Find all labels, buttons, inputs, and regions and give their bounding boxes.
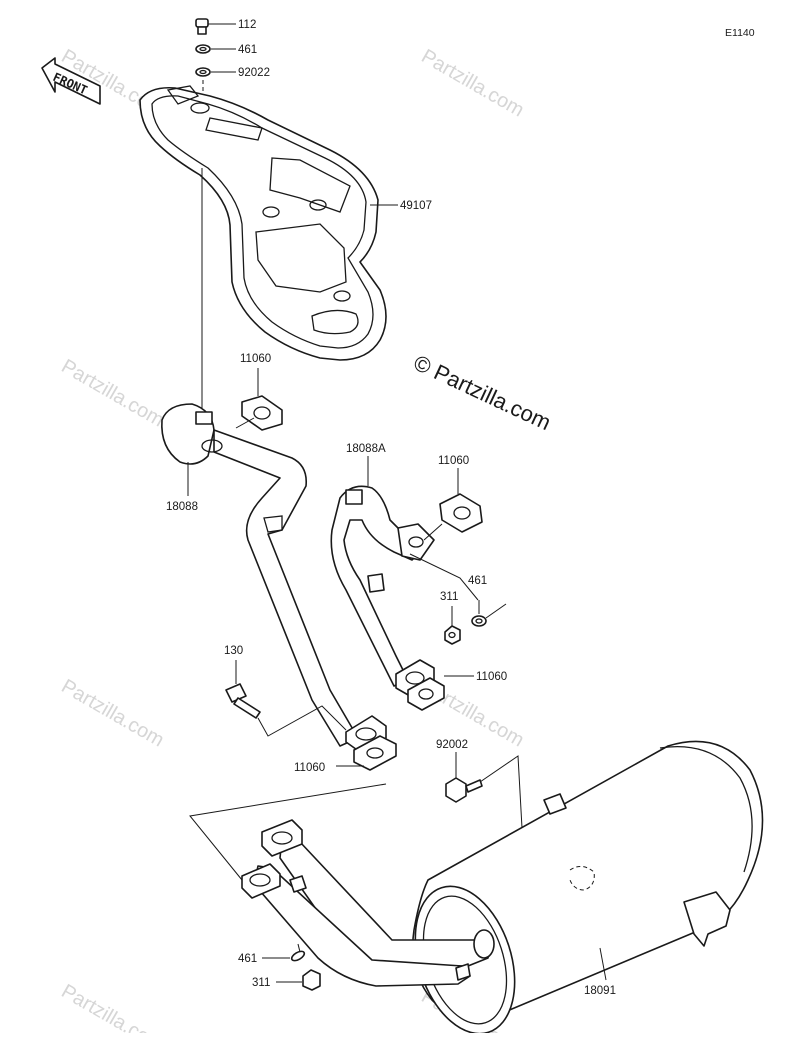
watermark: Partzilla.com [58,980,168,1033]
gasket-11060-right-upper [439,493,483,533]
label-18091: 18091 [584,985,616,997]
label-11060-left-lower: 11060 [294,762,325,774]
gasket-11060-left-upper [241,395,283,431]
bolt-112 [195,18,209,35]
label-461-top: 461 [238,44,257,56]
nut-311-bottom [302,969,321,991]
label-92002: 92002 [436,739,468,751]
gasket-11060-right-lower [407,677,445,711]
watermark: Partzilla.com [418,45,528,121]
watermark: Partzilla.com [58,355,168,431]
label-11060-right-lower: 11060 [476,671,507,683]
label-311-bottom: 311 [252,977,270,989]
label-130: 130 [224,645,243,657]
copyright-watermark: © Partzilla.com [410,350,555,435]
bolt-130 [225,683,261,719]
label-11060-left-upper: 11060 [240,353,271,365]
pipe-18088a [330,485,435,687]
pipe-18088 [161,403,359,747]
bolt-92002 [445,777,483,803]
washer-461-top [195,44,211,54]
label-311-right: 311 [440,591,458,603]
label-92022: 92022 [238,67,270,79]
washer-461-bottom [290,950,306,962]
watermark: Partzilla.com [58,675,168,751]
label-11060-right-upper: 11060 [438,455,469,467]
muffler-inlet-pipes [241,819,495,987]
label-18088a: 18088A [346,443,386,455]
gasket-11060-left-lower [353,735,397,771]
label-49107: 49107 [400,200,432,212]
label-112: 112 [238,19,256,31]
collar-92022 [195,67,211,77]
nut-311-right [444,625,461,645]
cover-49107 [139,85,387,361]
label-18088: 18088 [166,501,198,513]
washer-461-right [471,615,487,627]
label-461-right: 461 [468,575,487,587]
diagram-code: E1140 [725,27,755,39]
label-461-bottom: 461 [238,953,257,965]
